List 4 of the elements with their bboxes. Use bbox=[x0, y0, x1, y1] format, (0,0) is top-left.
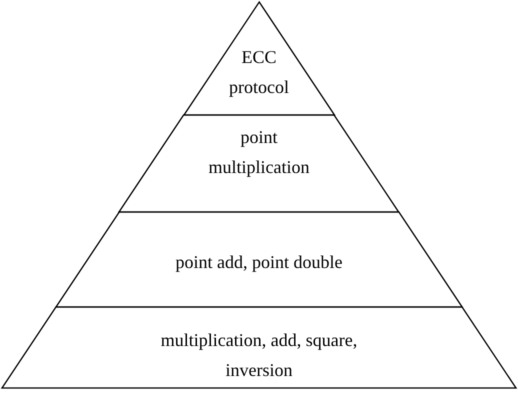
level-label: point add, point double bbox=[174, 251, 344, 274]
level-label: point multiplication bbox=[207, 126, 310, 179]
level-label: multiplication, add, square, inversion bbox=[160, 329, 358, 382]
level-label: ECC protocol bbox=[228, 46, 290, 99]
